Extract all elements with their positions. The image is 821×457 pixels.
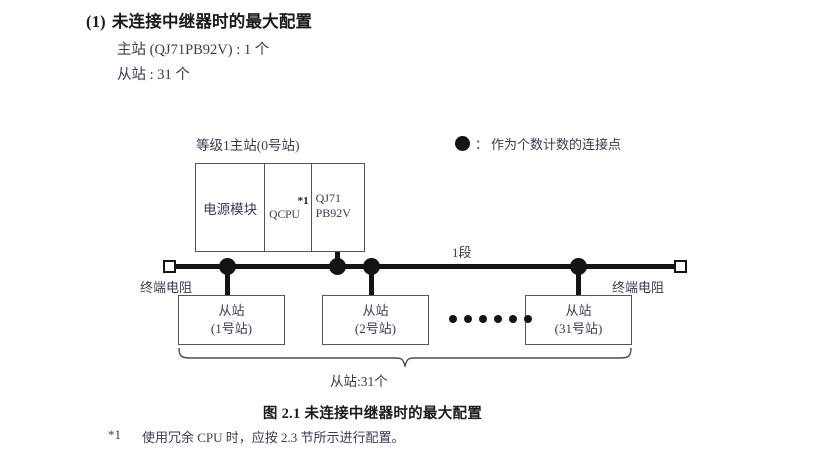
ellipsis-dot [494, 315, 502, 323]
slave-group-brace [178, 347, 632, 367]
terminating-resistor-right-label: 终端电阻 [612, 280, 665, 295]
terminating-resistor-left-label: 终端电阻 [140, 280, 193, 295]
module-power-supply: 电源模块 [196, 164, 266, 251]
ellipsis-dot [509, 315, 517, 323]
connection-node-slave1 [219, 258, 236, 275]
module-qcpu: QCPU *1 [265, 164, 312, 251]
module-qj71pb92v-label: QJ71 PB92V [316, 191, 351, 221]
connection-node-slave2 [363, 258, 380, 275]
heading-title: 未连接中继器时的最大配置 [111, 12, 313, 31]
ellipsis-dots [449, 315, 532, 323]
heading-block: (1) 未连接中继器时的最大配置 主站 (QJ71PB92V) : 1 个 从站… [86, 8, 706, 88]
slave-group-label: 从站:31个 [330, 374, 388, 389]
slave-station-name-2: 从站 [362, 303, 389, 318]
module-qj71pb92v-line2: PB92V [315, 206, 351, 220]
ellipsis-dot [524, 315, 532, 323]
drop-line-slave2 [369, 270, 374, 296]
figure-caption: 图 2.1 未连接中继器时的最大配置 [262, 406, 483, 422]
ellipsis-dot [479, 315, 487, 323]
spec-slave-count: 从站 : 31 个 [117, 67, 190, 83]
master-station-rack: 电源模块 QCPU *1 QJ71 PB92V [195, 163, 365, 252]
legend-separator: ： [475, 137, 489, 152]
slave-station-number-1: (1号站) [210, 321, 253, 336]
slave-station-number-2: (2号站) [354, 321, 397, 336]
terminating-resistor-right-icon [674, 260, 687, 273]
ellipsis-dot [449, 315, 457, 323]
terminating-resistor-left-icon [163, 260, 176, 273]
filled-circle-icon [455, 136, 470, 151]
connection-node-slave31 [570, 258, 587, 275]
footnote-mark: *1 [108, 427, 121, 442]
specification-list: 主站 (QJ71PB92V) : 1 个 从站 : 31 个 [86, 38, 706, 88]
legend: ： 作为个数计数的连接点 [455, 134, 621, 153]
slave-station-name-1: 从站 [218, 303, 245, 318]
footnote-text: 使用冗余 CPU 时，应按 2.3 节所示进行配置。 [142, 430, 405, 445]
connection-node-master [329, 258, 346, 275]
module-power-supply-label: 电源模块 [203, 201, 258, 217]
drop-line-slave31 [576, 270, 581, 296]
legend-label: 作为个数计数的连接点 [491, 137, 622, 152]
master-station-caption: 等级1主站(0号站) [196, 138, 300, 153]
spec-master-count: 主站 (QJ71PB92V) : 1 个 [117, 42, 270, 58]
drop-line-slave1 [225, 270, 230, 296]
slave-station-name-31: 从站 [565, 303, 592, 318]
footnote-marker: *1 [297, 195, 309, 207]
page-title: (1) 未连接中继器时的最大配置 [86, 8, 706, 32]
slave-station-box-1: 从站 (1号站) [178, 295, 285, 345]
bus-trunk-line [170, 264, 681, 269]
slave-station-box-31: 从站 (31号站) [525, 295, 632, 345]
module-qj71pb92v: QJ71 PB92V [312, 164, 364, 251]
ellipsis-dot [464, 315, 472, 323]
footnote: *1 使用冗余 CPU 时，应按 2.3 节所示进行配置。 [108, 427, 405, 446]
module-qj71pb92v-line1: QJ71 [315, 191, 341, 205]
module-qcpu-label: QCPU [269, 209, 300, 221]
network-configuration-diagram: ： 作为个数计数的连接点 等级1主站(0号站) 电源模块 QCPU *1 QJ7… [0, 120, 821, 400]
heading-number: (1) [86, 12, 106, 31]
slave-station-box-2: 从站 (2号站) [322, 295, 429, 345]
slave-station-number-31: (31号站) [554, 321, 603, 336]
segment-label: 1段 [452, 245, 472, 260]
